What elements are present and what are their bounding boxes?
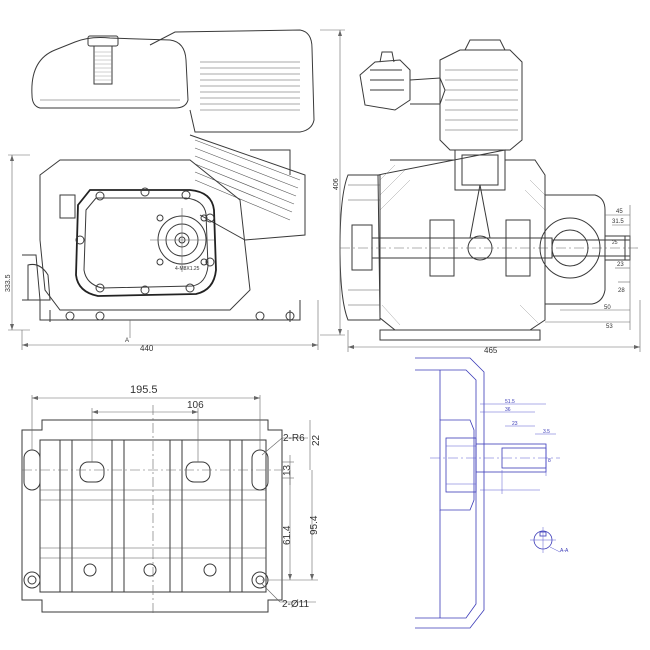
base-inner-width-dim: 106 xyxy=(187,400,204,411)
shaft-dim-5: 28 xyxy=(618,288,625,294)
section-mark-a: A xyxy=(125,338,129,344)
base-plate-view: 195.5 106 2-R6 22 13 61.4 95.4 2-Ø11 xyxy=(21,384,322,615)
radius-note: 2-R6 xyxy=(283,433,305,444)
shaft-dim-3: 25 xyxy=(612,240,618,246)
shaft-sec-dim-3: 23 xyxy=(512,421,518,427)
shaft-sec-dim-2: 36 xyxy=(505,407,511,413)
slot-dim: 13 xyxy=(282,464,293,476)
front-height-dim: 333.5 xyxy=(5,274,12,292)
shaft-dim-6: 50 xyxy=(604,305,611,311)
shaft-dim-4: 23 xyxy=(617,262,624,268)
shaft-sec-dim-4: 3.5 xyxy=(543,429,550,435)
side-width-dim: 465 xyxy=(484,346,498,355)
shaft-sec-dim-5: 8 xyxy=(548,458,551,464)
detail-note: A-A xyxy=(560,548,569,554)
height-dim-95: 95.4 xyxy=(309,515,320,535)
hole-note: 2-Ø11 xyxy=(282,599,309,610)
front-view: 4-M8X1.25 440 333.5 A xyxy=(5,29,319,353)
shaft-section-view: 51.5 36 23 3.5 8 A-A xyxy=(415,357,569,629)
shaft-dim-7: 53 xyxy=(606,324,613,330)
side-section-view: 45 31.5 25 23 28 50 53 465 406 xyxy=(320,29,641,355)
flange-note: 4-M8X1.25 xyxy=(175,266,200,272)
shaft-dim-2: 31.5 xyxy=(612,219,624,225)
front-width-dim: 440 xyxy=(140,344,154,353)
shaft-sec-dim-1: 51.5 xyxy=(505,399,515,405)
shaft-dim-1: 45 xyxy=(616,209,623,215)
radius-dim: 22 xyxy=(311,434,322,446)
side-height-dim: 406 xyxy=(333,178,340,190)
base-width-dim: 195.5 xyxy=(130,384,158,396)
height-dim-61: 61.4 xyxy=(282,525,293,545)
